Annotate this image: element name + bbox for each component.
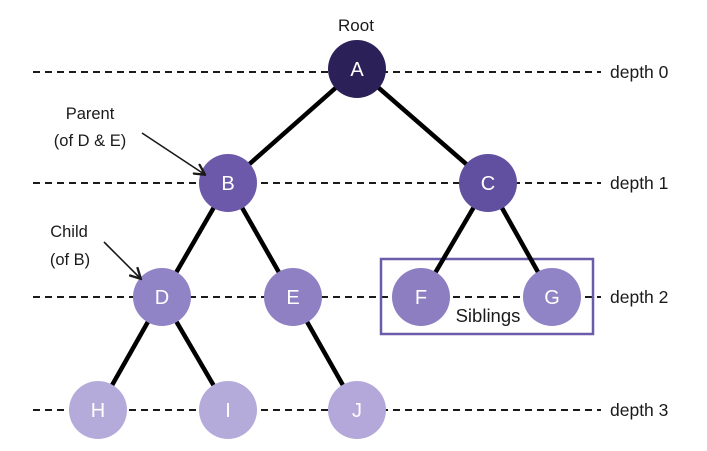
- depth-label-2: depth 2: [610, 287, 668, 307]
- parent-arrow: [141, 132, 204, 174]
- depth-label-1: depth 1: [610, 173, 668, 193]
- node-D: [133, 268, 191, 326]
- root-label: Root: [338, 16, 374, 35]
- node-G: [523, 268, 581, 326]
- node-B: [199, 154, 257, 212]
- node-H: [69, 381, 127, 439]
- child-label-line2: (of B): [50, 251, 90, 269]
- depth-labels: depth 0 depth 1 depth 2 depth 3: [610, 62, 669, 420]
- node-B-label: B: [221, 173, 234, 195]
- depth-label-3: depth 3: [610, 400, 668, 420]
- node-D-label: D: [155, 287, 169, 309]
- depth-label-0: depth 0: [610, 62, 669, 82]
- node-E-label: E: [286, 287, 299, 309]
- siblings-box: [379, 257, 595, 336]
- node-I: [199, 381, 257, 439]
- node-C-label: C: [481, 173, 495, 195]
- siblings-label: Siblings: [456, 305, 521, 326]
- node-E: [264, 268, 322, 326]
- parent-label-line1: Parent: [66, 105, 115, 123]
- tree-nodes: A B C D E F G H I J: [69, 40, 581, 439]
- annotations: Root Parent (of D & E) Child (of B) Sibl…: [50, 16, 521, 326]
- node-J-label: J: [352, 400, 362, 422]
- parent-label-line2: (of D & E): [54, 132, 126, 150]
- node-A-label: A: [350, 59, 364, 81]
- node-I-label: I: [225, 400, 231, 422]
- node-C: [459, 154, 517, 212]
- node-F-label: F: [415, 287, 427, 309]
- tree-edges: [96, 67, 554, 412]
- depth-guide-lines: [33, 71, 601, 411]
- node-J: [328, 381, 386, 439]
- node-G-label: G: [544, 287, 560, 309]
- child-arrow: [103, 241, 140, 278]
- child-label-line1: Child: [50, 223, 88, 241]
- node-F: [392, 268, 450, 326]
- node-A: [328, 40, 386, 98]
- node-H-label: H: [91, 400, 105, 422]
